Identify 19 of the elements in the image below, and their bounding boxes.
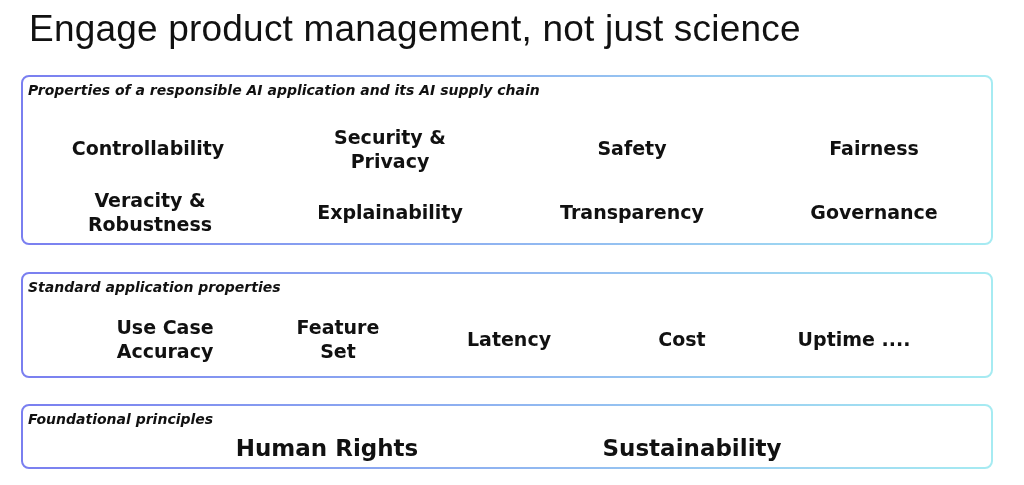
property-label: Cost (658, 328, 706, 352)
slide-title: Engage product management, not just science (29, 8, 801, 50)
section-heading: Properties of a responsible AI application and its AI supply chain (28, 82, 540, 98)
property-label: Veracity & Robustness (86, 189, 214, 237)
property-label: Explainability (317, 201, 463, 225)
property-label: Fairness (829, 137, 919, 161)
section-heading: Foundational principles (28, 411, 214, 427)
property-label: Latency (466, 328, 552, 352)
section-heading: Standard application properties (28, 279, 281, 295)
property-label: Uptime .... (797, 328, 911, 352)
property-label: Transparency (560, 201, 704, 225)
property-label: Safety (597, 137, 667, 161)
property-label: Use Case Accuracy (115, 316, 215, 364)
property-label: Governance (810, 201, 938, 225)
property-label: Sustainability (602, 433, 782, 463)
property-label: Feature Set (295, 316, 381, 364)
property-label: Human Rights (235, 433, 419, 463)
property-label: Security & Privacy (333, 126, 447, 174)
property-label: Controllability (71, 137, 225, 161)
